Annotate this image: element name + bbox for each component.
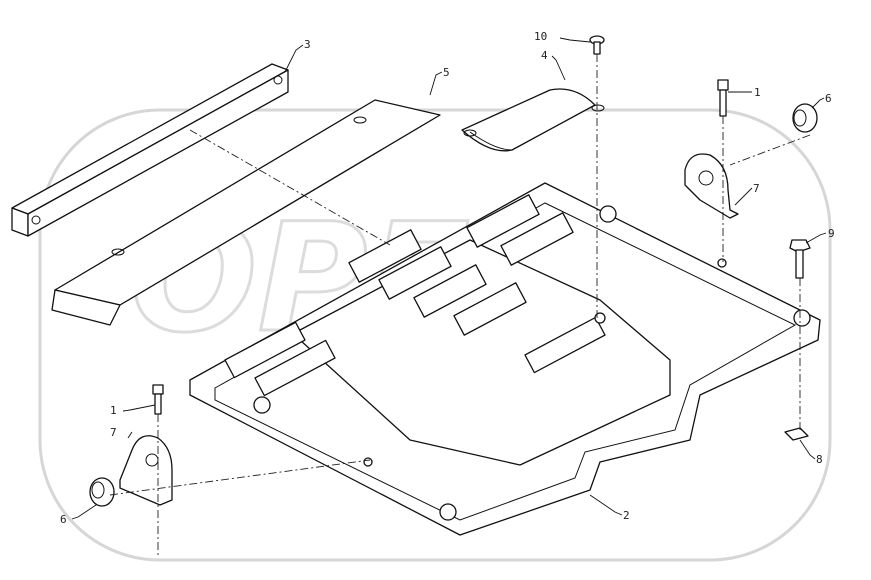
part-8-nut [784, 427, 809, 441]
callout-2: 2 [623, 509, 630, 522]
callout-5: 5 [443, 66, 450, 79]
part-1-bolt-left [152, 384, 164, 415]
callout-4: 4 [541, 49, 548, 62]
part-3-bar [11, 63, 289, 237]
callout-7-left: 7 [110, 426, 117, 439]
part-5-bracket [51, 99, 441, 326]
part-6-bushing-left [89, 477, 115, 507]
part-1-bolt-right [717, 79, 729, 117]
assembly-lines [109, 54, 811, 555]
leader-lines [71, 37, 827, 520]
callout-3: 3 [304, 38, 311, 51]
part-4-cover [461, 88, 605, 152]
callout-9: 9 [828, 227, 835, 240]
callout-8: 8 [816, 453, 823, 466]
callouts: 3 5 4 10 1 6 7 9 8 2 1 7 6 [60, 30, 835, 526]
callout-7-right: 7 [753, 182, 760, 195]
part-2-pan [189, 182, 821, 536]
callout-10: 10 [534, 30, 547, 43]
callout-6-left: 6 [60, 513, 67, 526]
part-7-bracket-right [684, 153, 739, 219]
part-10-screw [589, 35, 605, 55]
callout-6-right: 6 [825, 92, 832, 105]
part-9-bolt [789, 239, 811, 279]
part-7-bracket-left [119, 435, 173, 506]
callout-1-left: 1 [110, 404, 117, 417]
part-6-bushing-right [792, 103, 818, 133]
callout-1-right: 1 [754, 86, 761, 99]
